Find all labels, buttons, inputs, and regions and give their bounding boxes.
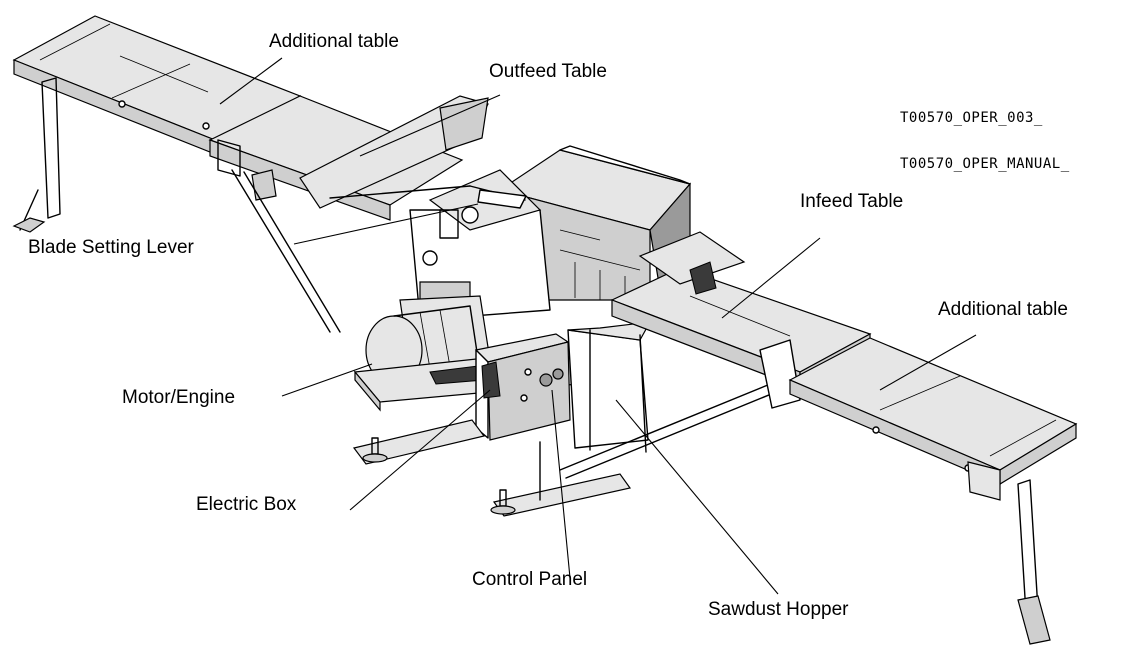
label-control-panel: Control Panel	[472, 569, 588, 590]
leader-outfeed-table	[359, 94, 501, 157]
infeed-table	[610, 231, 872, 409]
leader-infeed-table	[721, 237, 821, 319]
outfeed-table	[208, 95, 489, 333]
leader-additional-table-right	[879, 334, 977, 391]
label-outfeed-table: Outfeed Table	[489, 61, 607, 82]
leader-electric-box	[349, 389, 491, 511]
right-additional-table	[788, 337, 1078, 645]
leader-blade-setting-lever	[293, 203, 479, 245]
drawing-code-line-2: T00570_OPER_MANUAL_	[900, 155, 1070, 172]
main-machine-body	[329, 145, 787, 517]
label-infeed-table: Infeed Table	[800, 191, 904, 212]
leader-motor-engine	[281, 363, 373, 397]
label-blade-setting-lever: Blade Setting Lever	[28, 237, 194, 258]
leader-lines	[219, 57, 977, 595]
label-motor-engine: Motor/Engine	[122, 387, 236, 408]
drawing-code: T00570_OPER_003_ T00570_OPER_MANUAL_	[900, 80, 1070, 188]
leader-sawdust-hopper	[615, 399, 779, 595]
label-additional-table-left: Additional table	[269, 31, 399, 52]
drawing-code-line-1: T00570_OPER_003_	[900, 109, 1043, 126]
leader-additional-table-left	[219, 57, 283, 105]
leader-control-panel	[551, 389, 571, 579]
label-sawdust-hopper: Sawdust Hopper	[708, 599, 849, 620]
label-additional-table-right: Additional table	[938, 299, 1068, 320]
label-electric-box: Electric Box	[196, 494, 297, 515]
